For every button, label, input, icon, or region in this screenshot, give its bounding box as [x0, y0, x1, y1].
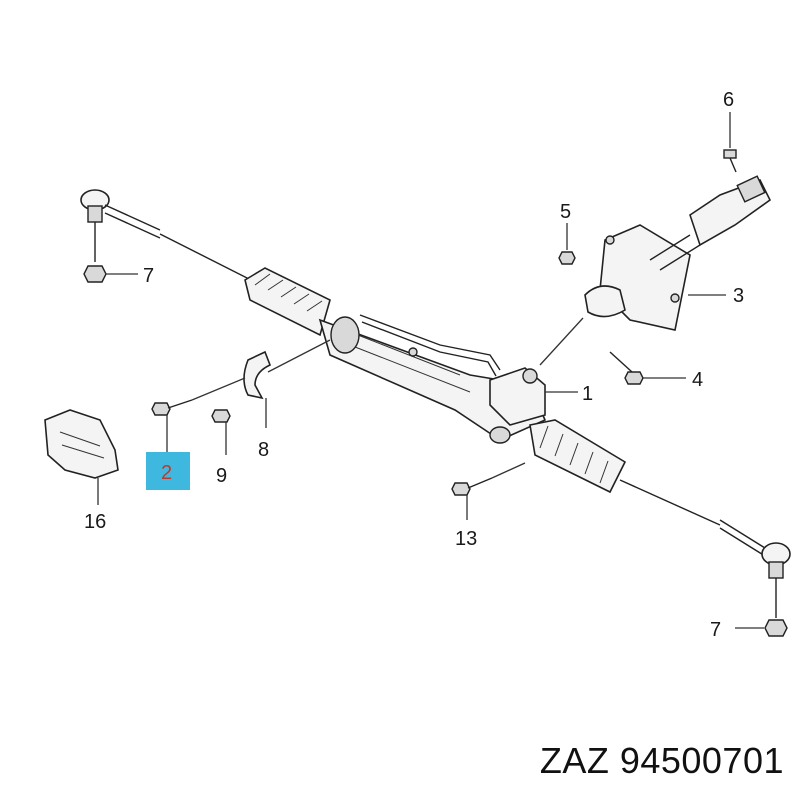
callout-2: 2 [161, 462, 172, 484]
heat-shield-16 [44, 409, 119, 479]
callout-3: 3 [733, 285, 744, 307]
nut-9 [211, 409, 231, 423]
callout-8: 8 [258, 439, 269, 461]
leader-lines [97, 112, 764, 629]
universal-joint [649, 175, 772, 271]
right-nut [764, 619, 788, 637]
bolt-13 [451, 477, 493, 496]
callout-16: 16 [84, 511, 106, 533]
callout-4: 4 [692, 369, 703, 391]
callout-5: 5 [560, 201, 571, 223]
bolt-2 [151, 399, 193, 416]
part-2-highlight [146, 452, 190, 490]
right-tie-rod [619, 479, 791, 618]
bolt-4 [609, 351, 644, 385]
rack-housing [318, 314, 547, 444]
callout-6: 6 [723, 89, 734, 111]
callout-9: 9 [216, 465, 227, 487]
callout-7-left: 7 [143, 265, 154, 287]
left-nut [83, 265, 107, 283]
left-boot [244, 267, 331, 337]
part-number-caption: ZAZ 94500701 [539, 740, 784, 781]
callout-13: 13 [455, 528, 477, 550]
seal-plate [584, 224, 691, 331]
callout-7-right: 7 [710, 619, 721, 641]
clamp-8 [243, 350, 272, 400]
nut-5 [558, 251, 576, 265]
callout-1: 1 [582, 383, 593, 405]
left-tie-rod [80, 189, 256, 283]
right-boot [529, 419, 627, 494]
pinion-valve [489, 367, 546, 426]
bolt-6 [723, 149, 737, 173]
